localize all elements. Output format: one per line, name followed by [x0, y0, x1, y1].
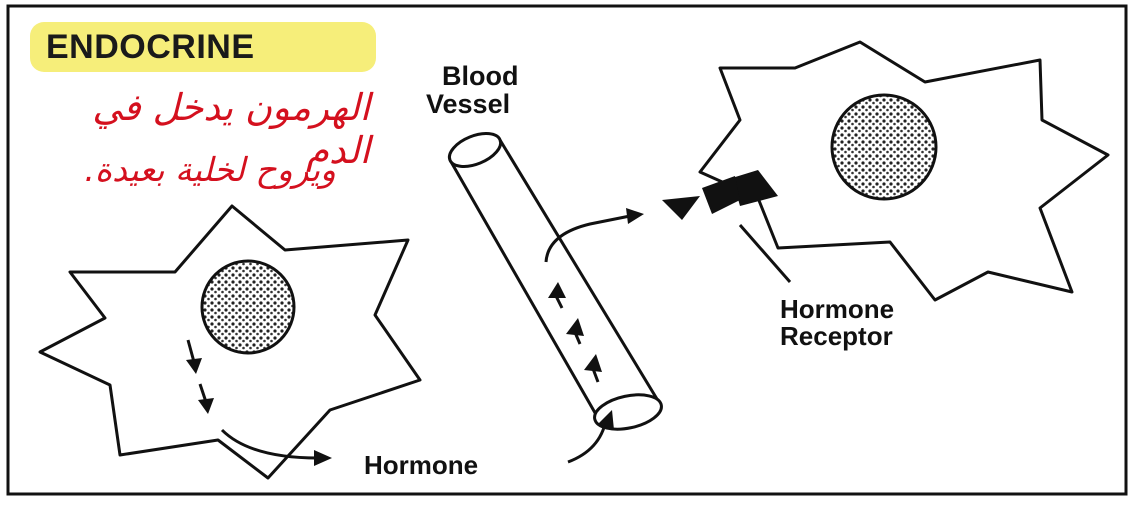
blood-vessel-label-line-1: Blood — [426, 62, 518, 90]
receptor-label-line-1: Hormone — [780, 296, 894, 323]
secreting-cell-nucleus — [202, 261, 294, 353]
blood-vessel-label-line-2: Vessel — [426, 90, 518, 118]
hormone-receptor-label: Hormone Receptor — [780, 296, 894, 351]
receptor-label-line-2: Receptor — [780, 323, 894, 350]
hormone-label: Hormone — [364, 452, 478, 479]
blood-vessel — [445, 127, 665, 435]
diagram-title: ENDOCRINE — [46, 28, 255, 67]
blood-vessel-label: Blood Vessel — [426, 62, 518, 119]
handwritten-note-line-2: ويروح لخلية بعيدة. — [36, 150, 336, 189]
target-cell-nucleus — [832, 95, 936, 199]
hormone-molecule — [662, 196, 700, 220]
hormone-molecule-bound — [702, 176, 740, 214]
